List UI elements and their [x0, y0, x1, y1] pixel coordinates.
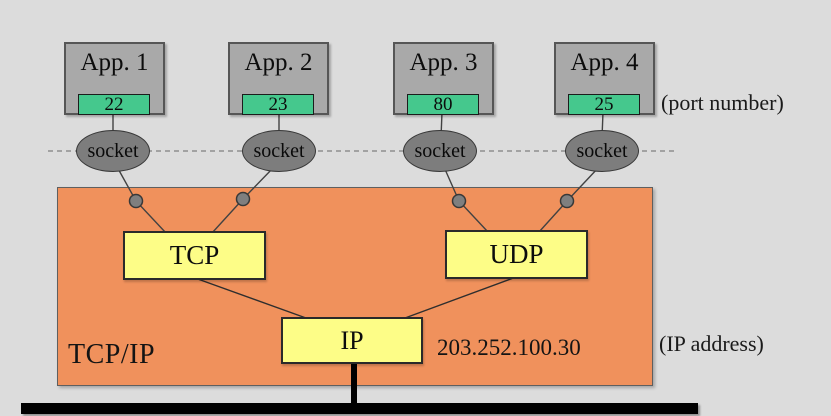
- app-box-4: App. 4 25: [554, 42, 655, 115]
- port-number-badge: 23: [242, 94, 314, 115]
- app-box-2: App. 2 23: [228, 42, 329, 115]
- socket-ellipse-3: socket: [403, 130, 477, 172]
- junction-dot: [235, 191, 251, 207]
- port-number-badge: 25: [568, 94, 640, 115]
- port-number-annotation: (port number): [661, 90, 784, 115]
- socket-ellipse-2: socket: [242, 130, 316, 172]
- app-box-3: App. 3 80: [393, 42, 494, 115]
- app-name: App. 2: [244, 49, 313, 76]
- ip-box: IP: [281, 317, 423, 364]
- tcp-label: TCP: [169, 240, 220, 270]
- socket-ellipse-4: socket: [565, 130, 639, 172]
- ip-network-stem: [351, 364, 357, 404]
- network-bus-line: [21, 403, 698, 414]
- socket-label: socket: [87, 139, 139, 162]
- socket-ellipse-1: socket: [76, 130, 150, 172]
- app-name: App. 1: [80, 49, 149, 76]
- app-box-1: App. 1 22: [64, 42, 165, 115]
- ip-label: IP: [340, 325, 364, 355]
- app-name: App. 3: [409, 49, 478, 76]
- ip-address-value: 203.252.100.30: [437, 335, 581, 360]
- port-number-badge: 80: [407, 94, 479, 115]
- udp-box: UDP: [445, 230, 588, 279]
- app-name: App. 4: [570, 49, 639, 76]
- udp-label: UDP: [489, 239, 544, 269]
- junction-dot: [128, 193, 144, 209]
- junction-dot: [451, 193, 467, 209]
- junction-dot: [559, 193, 575, 209]
- socket-label: socket: [253, 139, 305, 162]
- stack-name-label: TCP/IP: [68, 339, 156, 370]
- socket-label: socket: [576, 139, 628, 162]
- socket-label: socket: [414, 139, 466, 162]
- tcp-box: TCP: [123, 231, 266, 280]
- port-number-badge: 22: [78, 94, 150, 115]
- ip-address-annotation: (IP address): [659, 331, 764, 356]
